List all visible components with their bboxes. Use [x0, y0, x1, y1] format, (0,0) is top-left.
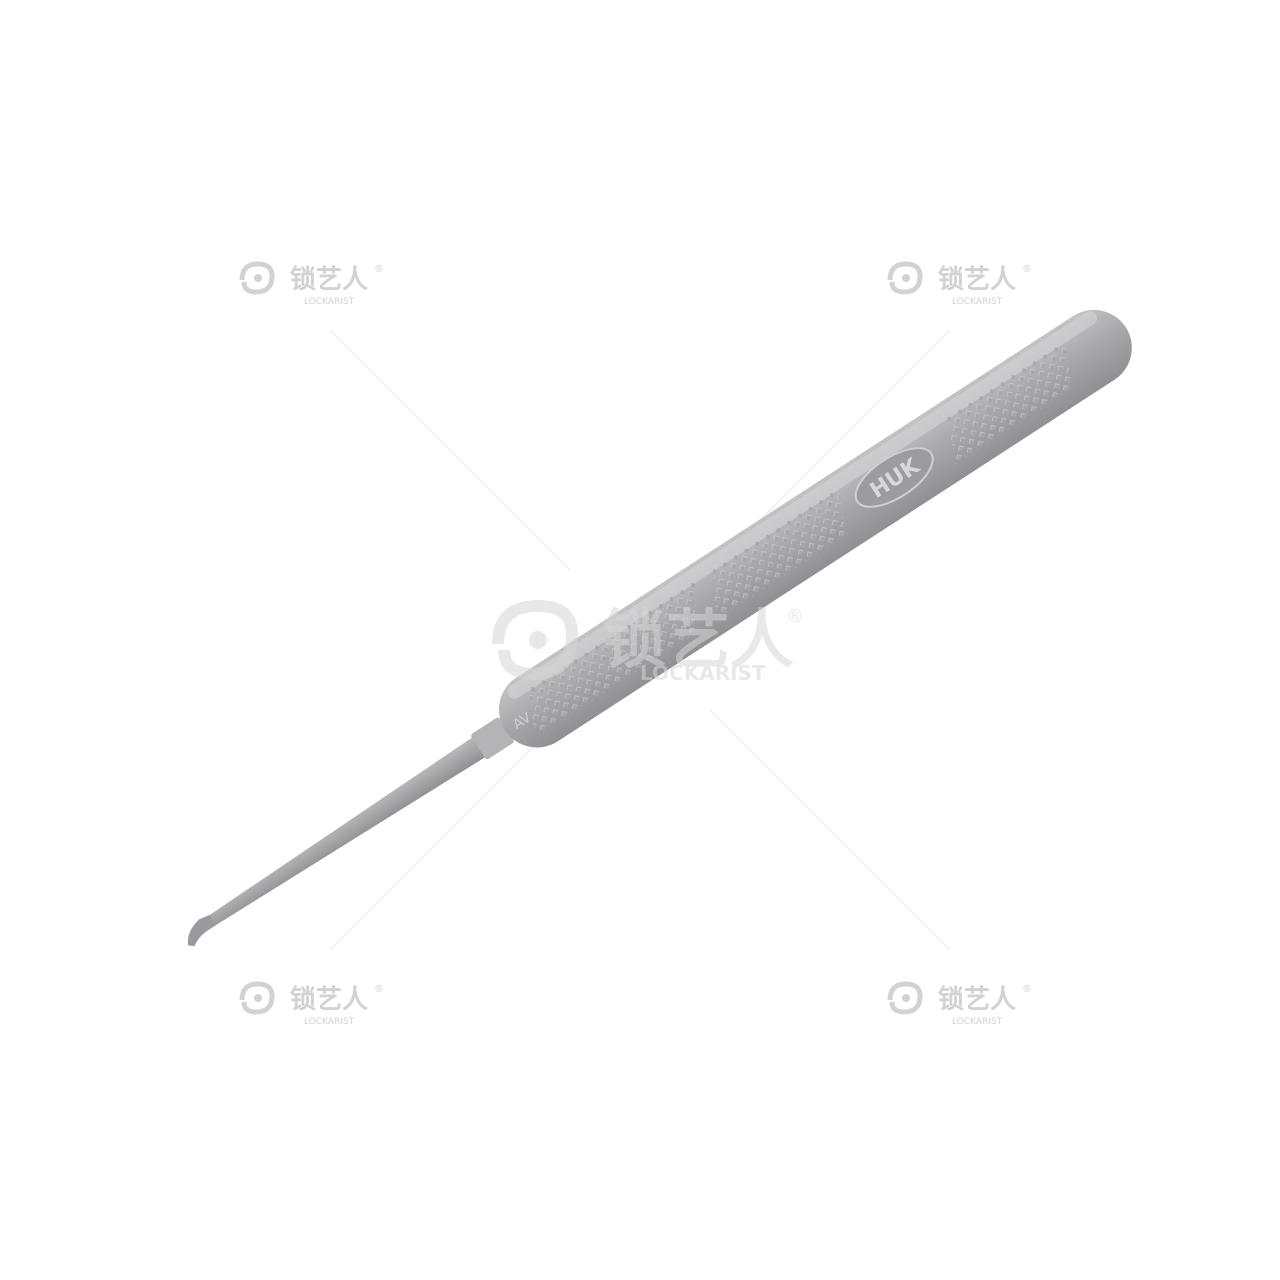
swirl-keyhole-icon: [239, 981, 275, 1015]
watermark-reg: ®: [786, 606, 804, 627]
watermark-reg: ®: [1022, 984, 1032, 995]
watermark-reg: ®: [1022, 264, 1032, 275]
watermark-en: LOCKARIST: [304, 1017, 355, 1027]
pick-hook-tip: [187, 914, 217, 947]
watermark-en: LOCKARIST: [952, 297, 1003, 307]
watermark-top-right: 锁艺人 ® LOCKARIST: [887, 261, 1032, 307]
swirl-keyhole-icon: [887, 981, 923, 1015]
watermark-bottom-right: 锁艺人 ® LOCKARIST: [887, 981, 1032, 1027]
swirl-keyhole-icon: [239, 261, 275, 295]
watermark-en: LOCKARIST: [304, 297, 355, 307]
handle-highlight: [507, 311, 1098, 699]
pick-collar: [471, 717, 514, 760]
lock-pick-tool: HUK AV: [187, 309, 1132, 947]
watermark-cn: 锁艺人: [938, 984, 1016, 1015]
watermark-reg: ®: [374, 984, 384, 995]
watermark-cn: 锁艺人: [290, 984, 368, 1015]
watermark-cn: 锁艺人: [602, 604, 794, 678]
watermark-cn: 锁艺人: [290, 264, 368, 295]
handle-brand-oval: [854, 447, 934, 508]
swirl-keyhole-icon: [492, 599, 578, 681]
watermark-reg: ®: [374, 264, 384, 275]
watermark-bottom-left: 锁艺人 ® LOCKARIST: [239, 981, 384, 1027]
watermark-en: LOCKARIST: [640, 661, 766, 685]
watermark-en: LOCKARIST: [952, 1017, 1003, 1027]
swirl-keyhole-icon: [887, 261, 923, 295]
watermark-center: 锁艺人 ® LOCKARIST: [492, 599, 804, 685]
handle-knurling: [528, 340, 1073, 737]
watermark-top-left: 锁艺人 ® LOCKARIST: [239, 261, 384, 307]
pick-shaft: [209, 729, 497, 925]
watermark-cn: 锁艺人: [938, 264, 1016, 295]
